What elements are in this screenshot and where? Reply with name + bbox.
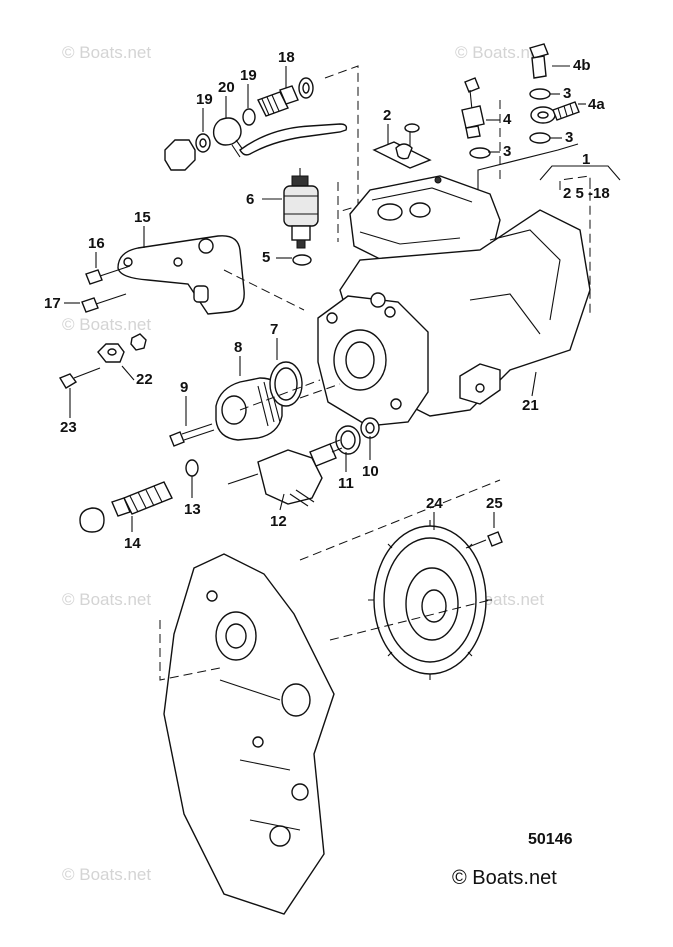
copyright-notice: © Boats.net [452, 867, 557, 889]
watermark: © Boats.net [62, 865, 151, 884]
callout-12: 12 [270, 513, 287, 530]
callout-3: 3 [563, 85, 571, 102]
callout-20: 20 [218, 79, 235, 96]
callout-13: 13 [184, 501, 201, 518]
callout-10: 10 [362, 463, 379, 480]
leader-line [499, 100, 591, 190]
callout-14: 14 [124, 535, 141, 552]
leader-line [121, 365, 135, 381]
leader-line [531, 371, 537, 397]
callout-19: 19 [240, 67, 257, 84]
watermark: © Boats.net [455, 43, 544, 62]
callout-2-5-18: 2 5 -18 [563, 185, 610, 202]
callout-7: 7 [270, 321, 278, 338]
fitting-group-7-8-9 [169, 361, 303, 447]
callout-15: 15 [134, 209, 151, 226]
callout-17: 17 [44, 295, 61, 312]
figure-number: 50146 [528, 831, 573, 848]
part-4-fitting [461, 77, 491, 159]
callout-3: 3 [565, 129, 573, 146]
o-rings-10-11 [335, 417, 380, 455]
injection-pump-assembly [317, 175, 591, 427]
watermark: © Boats.net [62, 43, 151, 62]
callout-4: 4 [503, 111, 512, 128]
watermark: © Boats.net [62, 590, 151, 609]
callout-25: 25 [486, 495, 503, 512]
bracket-15 [81, 235, 305, 315]
callout-8: 8 [234, 339, 242, 356]
fuel-shutoff-solenoid [283, 168, 319, 266]
leader-line [477, 143, 621, 190]
watermark: © Boats.net [62, 315, 151, 334]
sensor-12 [227, 439, 343, 507]
callout-22: 22 [136, 371, 153, 388]
leader-line [279, 493, 285, 511]
callout-6: 6 [246, 191, 254, 208]
callout-24: 24 [426, 495, 443, 512]
drive-gear-24 [368, 520, 503, 680]
callout-3: 3 [503, 143, 511, 160]
callout-9: 9 [180, 379, 188, 396]
fuel-return-line-group [164, 65, 359, 213]
callouts: 1 2 5 -18 2 4 3 4b 3 4a 3 18 19 20 19 6 … [44, 49, 610, 552]
callout-18: 18 [278, 49, 295, 66]
callout-19: 19 [196, 91, 213, 108]
callout-5: 5 [262, 249, 270, 266]
fasteners-22-23 [58, 333, 147, 389]
callout-23: 23 [60, 419, 77, 436]
timing-case-housing [159, 479, 501, 915]
callout-4a: 4a [588, 96, 605, 113]
callout-21: 21 [522, 397, 539, 414]
callout-4b: 4b [573, 57, 591, 74]
callout-1: 1 [582, 151, 590, 168]
part-4b-banjo-bolt [529, 43, 580, 144]
part-2-clamp [372, 123, 432, 169]
callout-16: 16 [88, 235, 105, 252]
callout-11: 11 [338, 475, 354, 492]
leader-line [239, 379, 341, 411]
plug-13-14 [79, 459, 199, 533]
callout-2: 2 [383, 107, 391, 124]
